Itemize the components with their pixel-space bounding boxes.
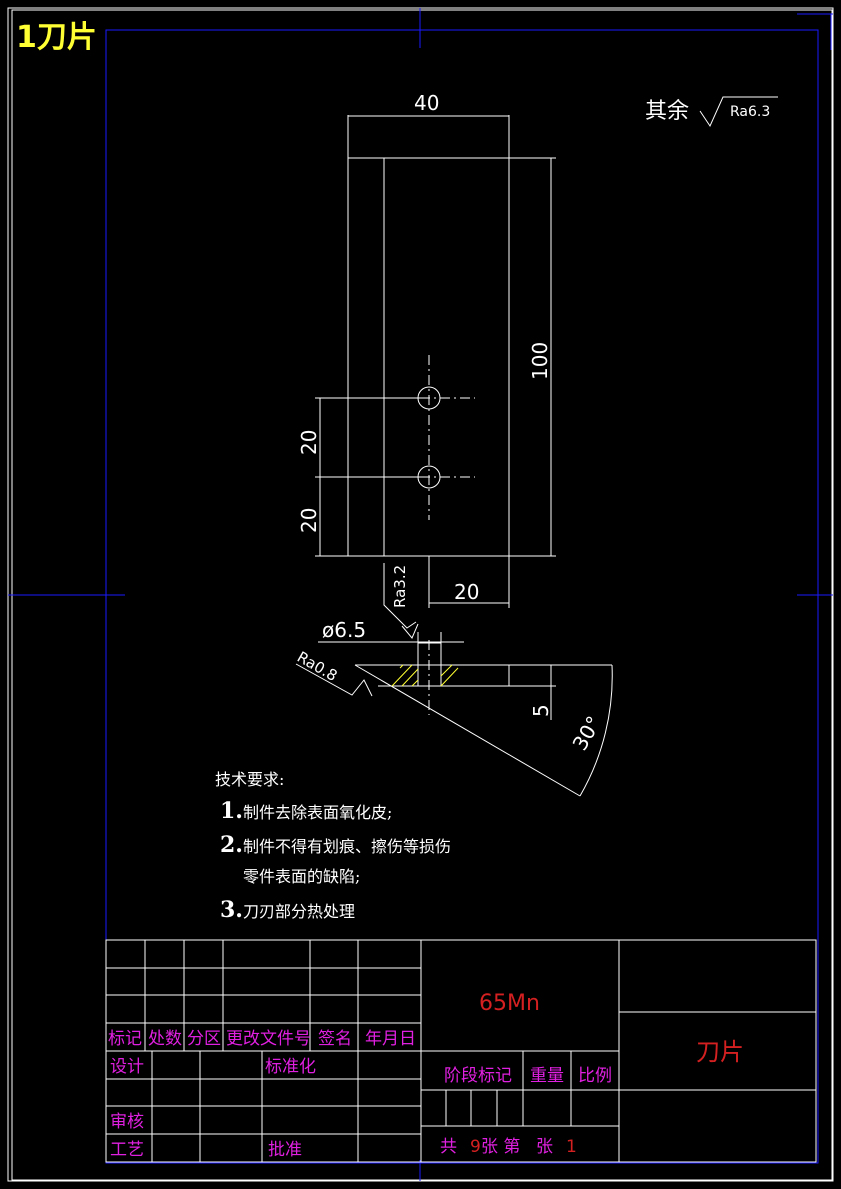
- drawing-title: 1刀片: [16, 20, 97, 55]
- tech-item-2-cont: 零件表面的缺陷;: [243, 867, 360, 886]
- dim-thickness: 5: [529, 704, 553, 717]
- roughness-hole-leader: [383, 563, 417, 629]
- dim-hole-spacing: 20: [297, 430, 321, 455]
- dim-hole-x: 20: [454, 580, 479, 604]
- tech-item-3: 刀刃部分热处理: [243, 902, 355, 921]
- tb-header-sign: 签名: [318, 1029, 352, 1049]
- tech-item-2-num: 2.: [220, 832, 243, 858]
- roughness-hole: Ra3.2: [391, 565, 409, 608]
- tb-sheet-no: 1: [566, 1137, 577, 1157]
- tb-stage-mark: 阶段标记: [444, 1066, 512, 1086]
- tb-header-count: 处数: [148, 1029, 182, 1049]
- section-bevel: [354, 664, 581, 797]
- roughness-edge: Ra0.8: [294, 648, 340, 685]
- dim-angle-arc: [579, 664, 613, 797]
- roughness-default-value: Ra6.3: [730, 104, 770, 120]
- roughness-edge-leader: [295, 663, 373, 697]
- part-name: 刀片: [696, 1038, 744, 1066]
- tb-sheets-total: 9: [470, 1137, 481, 1157]
- tb-sheets-total-label: 共: [440, 1137, 457, 1157]
- dim-hole-diameter: ø6.5: [322, 618, 366, 642]
- tb-header-change-doc: 更改文件号: [226, 1029, 311, 1049]
- dim-hole-bottom: 20: [297, 508, 321, 533]
- tb-header-zone: 分区: [187, 1029, 221, 1049]
- tb-standardize: 标准化: [265, 1057, 316, 1077]
- roughness-symbol: [699, 96, 778, 128]
- inner-border-blue: [105, 29, 819, 1164]
- tb-process: 工艺: [110, 1140, 144, 1160]
- dim-angle: 30°: [568, 712, 607, 755]
- title-block: [105, 939, 817, 1163]
- tech-item-1-num: 1.: [220, 798, 243, 824]
- tech-item-1: 制件去除表面氧化皮;: [243, 803, 392, 822]
- tech-item-3-num: 3.: [220, 897, 243, 923]
- section-hatch: [391, 664, 459, 687]
- tb-sheet-suffix: 张: [536, 1137, 553, 1157]
- frame-border: [11, 9, 833, 1181]
- tb-weight: 重量: [530, 1066, 564, 1086]
- tb-approve: 批准: [268, 1140, 302, 1160]
- roughness-hole-tick: [401, 623, 419, 639]
- tb-header-mark: 标记: [108, 1029, 142, 1049]
- tech-heading: 技术要求:: [215, 770, 284, 789]
- tb-header-date: 年月日: [365, 1029, 416, 1049]
- material: 65Mn: [479, 991, 540, 1016]
- dim-width: 40: [414, 91, 439, 115]
- tb-sheet-label: 张 第: [481, 1137, 520, 1157]
- tech-item-2: 制件不得有划痕、擦伤等损伤: [243, 837, 451, 856]
- tb-review: 审核: [110, 1112, 144, 1132]
- dim-height: 100: [528, 342, 552, 380]
- tb-design: 设计: [110, 1057, 144, 1077]
- roughness-default-label: 其余: [645, 99, 689, 124]
- tb-scale: 比例: [578, 1066, 612, 1086]
